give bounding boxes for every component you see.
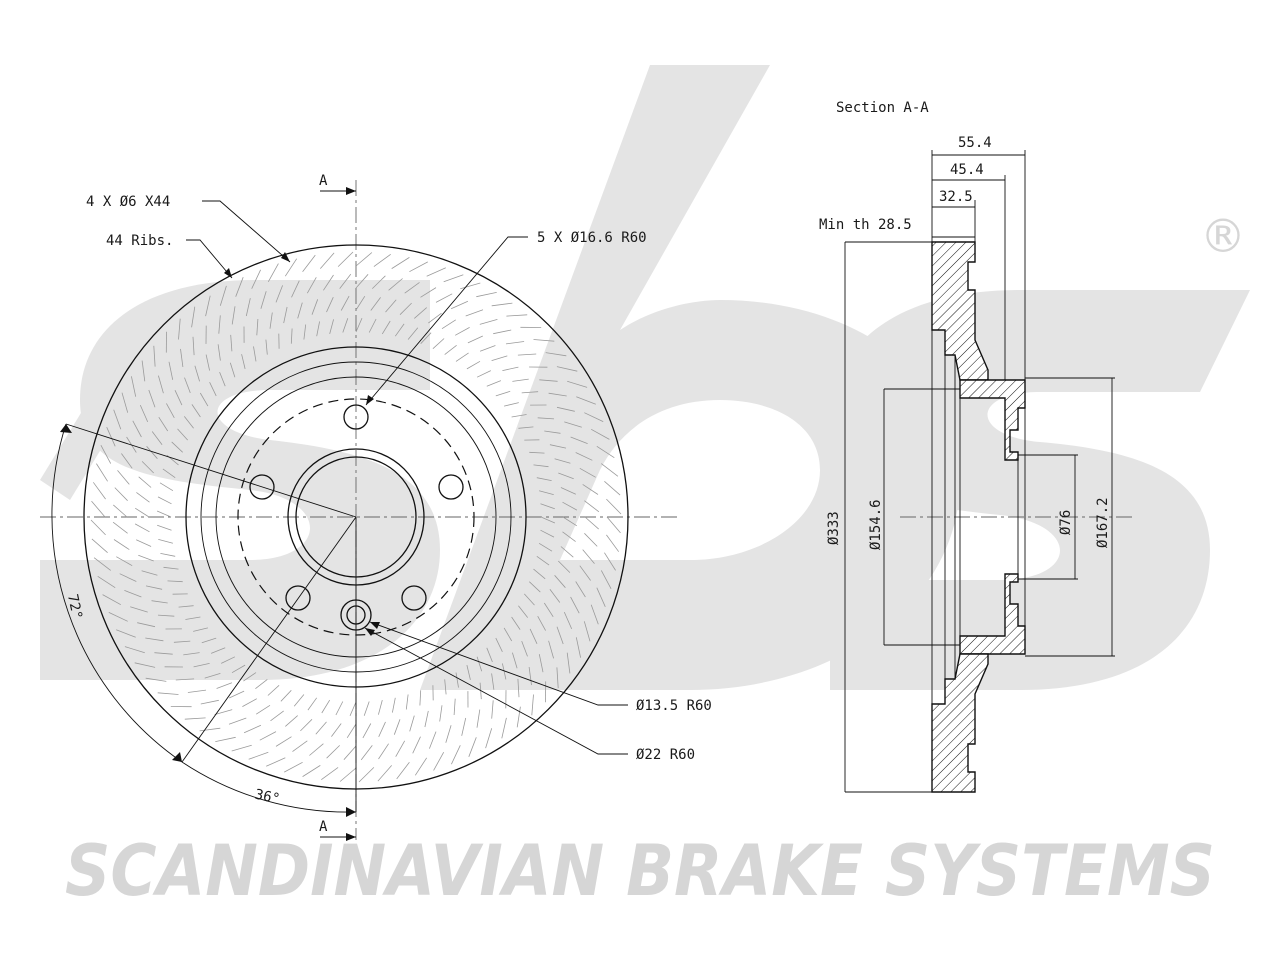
dim-154-label: Ø154.6	[868, 499, 884, 550]
holes-label: 4 X Ø6 X44	[86, 194, 170, 210]
min-thickness-label: Min th 28.5	[819, 217, 912, 233]
dim-45-label: 45.4	[950, 162, 984, 178]
friction-ring-top-section	[931, 241, 989, 381]
angle-72-label: 72°	[64, 593, 85, 621]
dim-76-label: Ø76	[1058, 510, 1074, 535]
bolt-hole-lower-right	[401, 585, 427, 611]
registered-mark: ®	[1200, 209, 1246, 263]
vent-pattern	[90, 251, 622, 783]
small-hole-label: Ø13.5 R60	[636, 698, 712, 714]
section-title: Section A-A	[836, 100, 929, 116]
angle-ray-upper	[65, 423, 357, 518]
angle-arc-36	[181, 761, 357, 813]
ribs-label: 44 Ribs.	[106, 233, 173, 249]
leader-small-hole	[369, 621, 628, 706]
dim-333-label: Ø333	[826, 511, 842, 545]
dim-167-label: Ø167.2	[1095, 497, 1111, 548]
friction-ring-bottom-section	[931, 653, 989, 793]
brand-footer-text: SCANDINAVIAN BRAKE SYSTEMS	[65, 830, 1215, 912]
angle-arc-72	[51, 423, 183, 763]
section-marker-bottom: A	[319, 819, 328, 835]
dim-55-label: 55.4	[958, 135, 992, 151]
angle-36-label: 36°	[253, 787, 281, 808]
section-view: Section A-A 55.4 45.4 32.5 Min th 28.5	[819, 100, 1135, 793]
bolt-holes-label: 5 X Ø16.6 R60	[537, 230, 647, 246]
leader-large-hole	[364, 627, 628, 755]
dim-32-label: 32.5	[939, 189, 973, 205]
leader-ribs	[186, 239, 233, 279]
bolt-hole-top	[343, 404, 369, 430]
large-hole-label: Ø22 R60	[636, 747, 695, 763]
front-view: 72° 36° A A 4 X Ø6 X44 44 Ribs. 5 X Ø16.…	[40, 173, 712, 841]
leader-bolt-holes	[365, 236, 528, 406]
section-marker-top: A	[319, 173, 328, 189]
bolt-hole-lower-left	[285, 585, 311, 611]
leader-holes	[202, 200, 291, 263]
bolt-hole-right	[438, 474, 464, 500]
bolt-hole-left	[249, 474, 275, 500]
angle-ray-lower	[181, 516, 357, 763]
